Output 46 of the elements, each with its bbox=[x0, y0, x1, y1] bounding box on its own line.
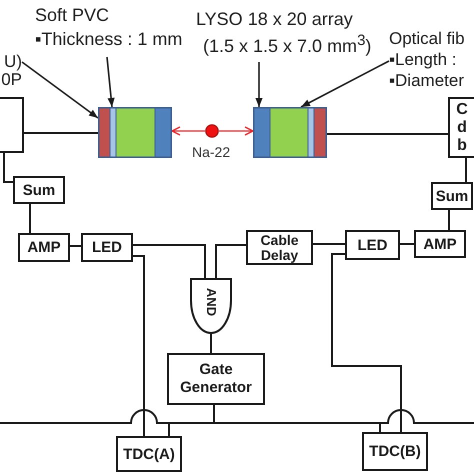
module-box: TDC(B) bbox=[362, 432, 428, 471]
annotation-heading: Optical fib bbox=[389, 28, 465, 49]
connector-line bbox=[24, 132, 98, 134]
annotation-heading: Soft PVC bbox=[35, 4, 110, 27]
module-box: C d b bbox=[448, 97, 474, 158]
gate-label: AND bbox=[204, 288, 218, 316]
connector-line bbox=[29, 204, 31, 233]
module-box: Cable Delay bbox=[246, 230, 313, 265]
connector-line bbox=[215, 244, 246, 278]
connector-line bbox=[210, 334, 212, 353]
connector-line bbox=[3, 153, 13, 183]
annotation-text: ▪Diameter bbox=[389, 70, 464, 91]
arrow bbox=[219, 126, 254, 136]
module-box: TDC(A) bbox=[116, 436, 182, 472]
connector-line bbox=[331, 253, 402, 432]
leader-arrow bbox=[106, 56, 115, 108]
module-box: Sum bbox=[13, 176, 65, 204]
arrow bbox=[171, 126, 205, 136]
source-dot-icon bbox=[205, 124, 219, 138]
module-box: AMP bbox=[414, 230, 466, 258]
annotation-text: (1.5 x 1.5 x 7.0 mm$^{3}$) bbox=[203, 31, 372, 57]
module-box: LED bbox=[81, 233, 133, 262]
connector-line bbox=[70, 245, 81, 247]
connector-line bbox=[400, 243, 414, 245]
connector-line bbox=[465, 158, 467, 182]
crystal-block bbox=[253, 107, 327, 158]
annotation-text: U) 0P bbox=[0, 53, 22, 91]
leader-arrow bbox=[22, 61, 98, 119]
annotation-heading: LYSO 18 x 20 array bbox=[196, 8, 353, 30]
connector-line bbox=[448, 210, 450, 230]
annotation-text: ▪Thickness : 1 mm bbox=[35, 28, 182, 51]
connector-line bbox=[213, 405, 474, 424]
annotation-text: ▪Length : bbox=[389, 49, 456, 70]
leader-arrow bbox=[300, 60, 390, 108]
connector-line bbox=[313, 243, 345, 245]
leader-arrow bbox=[255, 62, 263, 107]
crystal-block bbox=[98, 107, 172, 158]
connector-line bbox=[133, 255, 145, 436]
module-box: LED bbox=[345, 230, 400, 260]
module-box: Sum bbox=[431, 182, 473, 210]
module-box: Gate Generator bbox=[167, 353, 265, 405]
connector-line bbox=[133, 244, 206, 278]
module-box: AMP bbox=[18, 233, 70, 262]
source-label: Na-22 bbox=[192, 144, 230, 160]
connector-line bbox=[327, 133, 448, 135]
module-box bbox=[0, 97, 24, 153]
